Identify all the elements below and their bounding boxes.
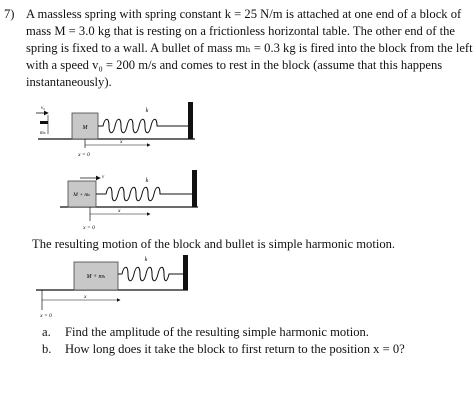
- origin-label-1: x = 0: [77, 152, 90, 158]
- block-3: [73, 261, 119, 291]
- question-a-text: Find the amplitude of the resulting simp…: [65, 325, 369, 339]
- problem-line-5: instantaneously).: [26, 75, 112, 89]
- spring-2-label: k: [146, 178, 149, 184]
- question-a-label: a.: [42, 325, 51, 339]
- problem-line-4: with a speed v₀ = 200 m/s and comes to r…: [26, 58, 443, 72]
- block-1-label: M: [82, 125, 89, 131]
- problem-line-3: spring is fixed to a wall. A bullet of m…: [26, 41, 473, 55]
- x-label-2: x: [117, 208, 121, 214]
- block-velocity-label: v: [102, 175, 105, 180]
- spring-1-label: k: [146, 108, 149, 114]
- wall-1: [188, 102, 193, 139]
- shm-statement: The resulting motion of the block and bu…: [32, 237, 396, 251]
- origin-label-2: x = 0: [82, 225, 95, 231]
- spring-1: [98, 118, 188, 134]
- x-label-1: x: [119, 139, 123, 145]
- spring-3: [118, 266, 183, 282]
- problem-line-2: mass M = 3.0 kg that is resting on a fri…: [26, 24, 456, 38]
- wall-2: [192, 170, 197, 207]
- spring-3-label: k: [145, 257, 148, 263]
- x-label-3: x: [83, 294, 87, 300]
- question-b-text: How long does it take the block to first…: [65, 342, 405, 356]
- spring-2: [96, 186, 192, 202]
- bullet-1: [40, 121, 48, 124]
- origin-label-3: x = 0: [39, 313, 52, 319]
- problem-number: 7): [4, 7, 15, 21]
- block-3-label: M + mₕ: [86, 274, 106, 280]
- problem-line-1: A massless spring with spring constant k…: [26, 7, 462, 21]
- bullet-velocity-label: v₀: [41, 106, 45, 111]
- question-b-label: b.: [42, 342, 52, 356]
- block-2: [67, 180, 97, 208]
- bullet-mass-label: mₕ: [40, 131, 46, 136]
- wall-3: [183, 255, 188, 290]
- block-2-label: M + mₕ: [72, 192, 90, 198]
